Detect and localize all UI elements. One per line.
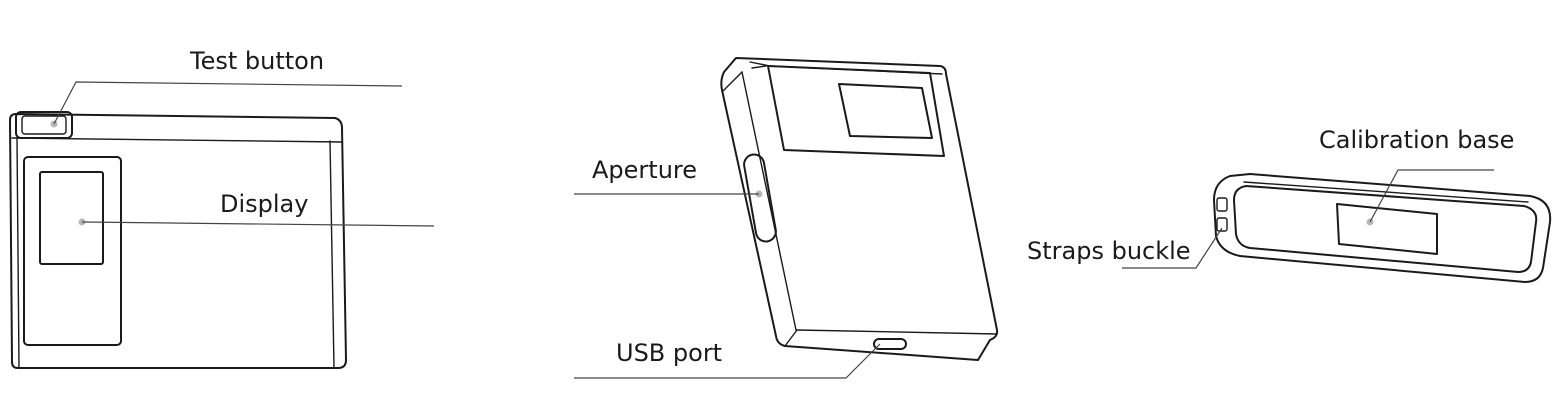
straps-buckle-leader <box>1122 227 1223 269</box>
display-leader <box>81 221 435 227</box>
calibration-base-device: Calibration base Straps buckle <box>1027 126 1552 283</box>
test-button-leader <box>53 81 403 125</box>
aperture <box>743 153 777 243</box>
straps-buckle-label: Straps buckle <box>1027 237 1191 265</box>
usb-port-label: USB port <box>616 339 722 367</box>
aperture-label: Aperture <box>592 156 697 184</box>
device-front-view: Test button Display <box>9 47 435 369</box>
calibration-base-label: Calibration base <box>1319 126 1514 154</box>
top-window <box>767 65 945 157</box>
device-back-view: Aperture USB port <box>574 57 999 379</box>
device-back-body <box>720 57 999 361</box>
calibration-base-leader <box>1369 169 1494 223</box>
display-label: Display <box>220 190 308 218</box>
calibration-window <box>1336 203 1438 255</box>
usb-port <box>873 338 907 350</box>
test-button-label: Test button <box>189 47 324 75</box>
device-front-body <box>9 113 347 369</box>
display-panel <box>23 156 122 346</box>
usb-port-leader <box>574 343 881 379</box>
calibration-base-body <box>1213 173 1552 283</box>
straps-buckle <box>1216 197 1228 232</box>
test-button <box>15 111 73 139</box>
